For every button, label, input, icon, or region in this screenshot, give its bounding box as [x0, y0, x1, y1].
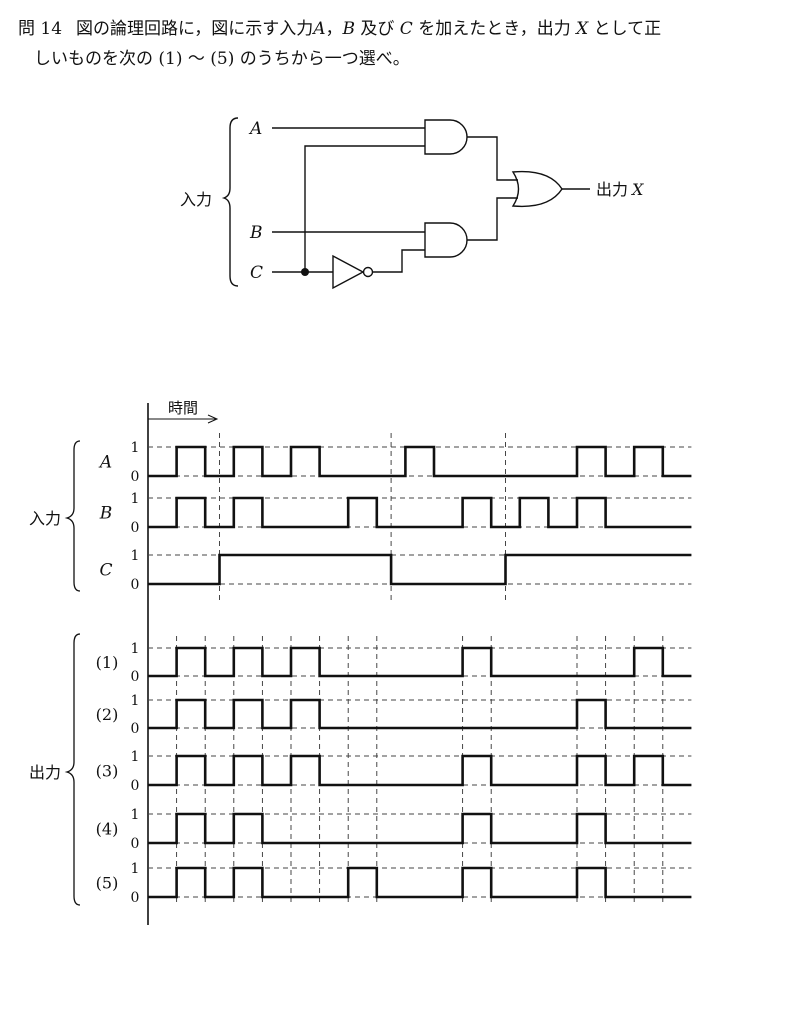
waveform-4 [148, 812, 692, 845]
question-number: 問 14 [18, 19, 63, 39]
signal-label-C: C [99, 561, 112, 581]
output-group-label: 出力 [29, 763, 61, 782]
input-group-label: 入力 [29, 509, 61, 528]
signal-label-1: (1) [96, 653, 119, 672]
level-0-label: 0 [131, 778, 140, 794]
level-0-label: 0 [131, 721, 140, 737]
time-label: 時間 [168, 399, 198, 417]
level-1-label: 1 [131, 641, 140, 657]
input-group-brace [64, 440, 81, 592]
junction-dot [301, 268, 309, 276]
and-gate-1 [424, 119, 468, 155]
not-bubble [362, 266, 374, 278]
not-gate [332, 254, 365, 290]
circuit-label-b: B [249, 223, 263, 243]
level-1-label: 1 [131, 440, 140, 456]
waveform-C [148, 553, 692, 586]
wire-c-branch [304, 145, 425, 272]
waveform-B [148, 496, 692, 529]
question-line-2: しいものを次の (1) ～ (5) のうちから一つ選べ。 [34, 49, 410, 69]
signal-label-A: A [98, 453, 112, 473]
waveform-2 [148, 698, 692, 730]
level-0-label: 0 [131, 836, 140, 852]
level-1-label: 1 [131, 749, 140, 765]
signal-label-4: (4) [96, 820, 119, 839]
signal-label-5: (5) [96, 874, 119, 893]
waveform-1 [148, 646, 692, 678]
level-0-label: 0 [131, 577, 140, 593]
wire-not-out [373, 249, 425, 273]
level-0-label: 0 [131, 469, 140, 485]
wire-and1-out [467, 136, 518, 181]
circuit-input-label: 入力 [180, 190, 212, 209]
signal-label-B: B [99, 504, 113, 524]
output-group-brace [64, 633, 81, 906]
level-1-label: 1 [131, 861, 140, 877]
level-1-label: 1 [131, 491, 140, 507]
waveform-3 [148, 754, 692, 787]
level-0-label: 0 [131, 890, 140, 906]
waveform-A [148, 445, 692, 478]
signal-label-2: (2) [96, 705, 119, 724]
circuit-label-c: C [250, 263, 263, 283]
waveform-5 [148, 866, 692, 899]
circuit-label-a: A [248, 119, 262, 139]
or-gate [511, 170, 563, 208]
and-gate-2 [424, 222, 468, 258]
signal-label-3: (3) [96, 762, 119, 781]
level-0-label: 0 [131, 669, 140, 685]
level-1-label: 1 [131, 548, 140, 564]
input-brace [221, 117, 239, 287]
level-1-label: 1 [131, 807, 140, 823]
level-1-label: 1 [131, 693, 140, 709]
level-0-label: 0 [131, 520, 140, 536]
time-arrow-head [207, 414, 219, 424]
wire-and2-out [467, 197, 518, 241]
